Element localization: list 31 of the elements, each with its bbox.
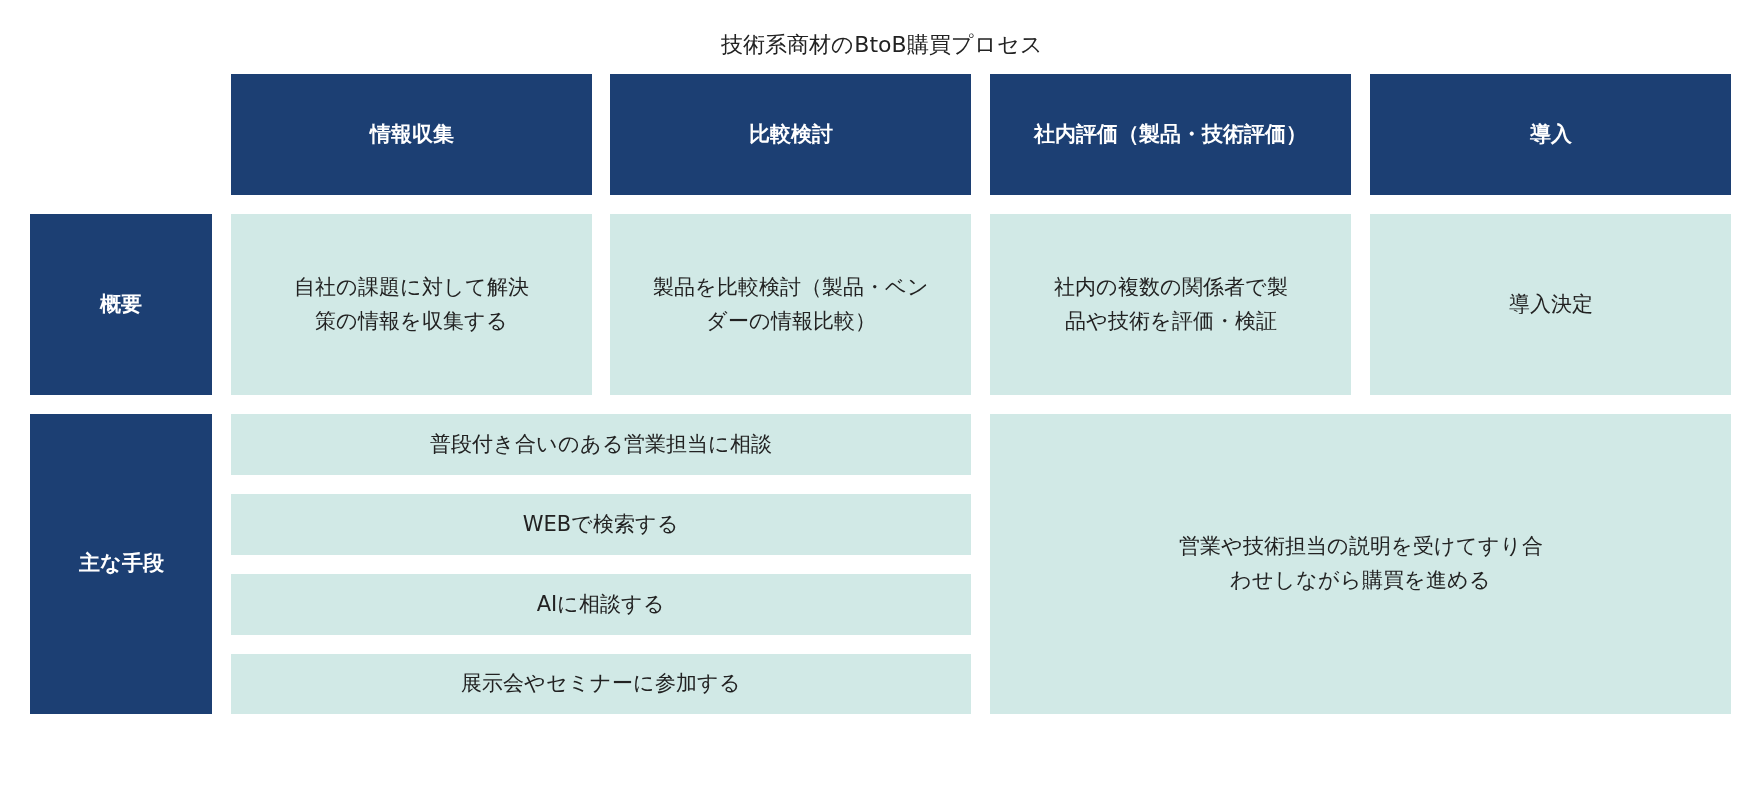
cell-text: 製品を比較検討（製品・ベンダーの情報比較） xyxy=(651,273,930,335)
cell-text: 普段付き合いのある営業担当に相談 xyxy=(430,430,772,458)
cell-text: 自社の課題に対して解決策の情報を収集する xyxy=(293,273,530,335)
content-cell xyxy=(231,414,971,475)
content-cell xyxy=(231,494,971,555)
content-cell xyxy=(990,414,1731,714)
cell-text: AIに相談する xyxy=(536,590,666,618)
header-cell xyxy=(610,74,971,195)
cell-text: WEBで検索する xyxy=(522,510,680,538)
header-text: 社内評価（製品・技術評価） xyxy=(1034,120,1307,148)
content-cell xyxy=(231,214,592,395)
cell-text: 社内の複数の関係者で製品や技術を評価・検証 xyxy=(1052,273,1289,335)
content-cell xyxy=(231,574,971,635)
content-cell xyxy=(990,214,1351,395)
header-cell xyxy=(1370,74,1731,195)
cell-text: 導入決定 xyxy=(1508,290,1593,318)
header-text: 主な手段 xyxy=(78,550,164,578)
header-text: 導入 xyxy=(1529,120,1572,148)
content-cell xyxy=(1370,214,1731,395)
header-text: 概要 xyxy=(100,290,142,318)
header-cell xyxy=(30,414,212,714)
content-cell xyxy=(610,214,971,395)
header-cell xyxy=(231,74,592,195)
header-text: 比較検討 xyxy=(748,120,833,148)
header-cell xyxy=(30,214,212,395)
cell-text: 営業や技術担当の説明を受けてすり合わせしながら購買を進める xyxy=(1177,533,1544,594)
header-cell xyxy=(990,74,1351,195)
header-text: 情報収集 xyxy=(369,120,454,148)
diagram-title: 技術系商材のBtoB購買プロセス xyxy=(720,31,1044,59)
content-cell xyxy=(231,654,971,714)
cell-text: 展示会やセミナーに参加する xyxy=(461,670,741,698)
